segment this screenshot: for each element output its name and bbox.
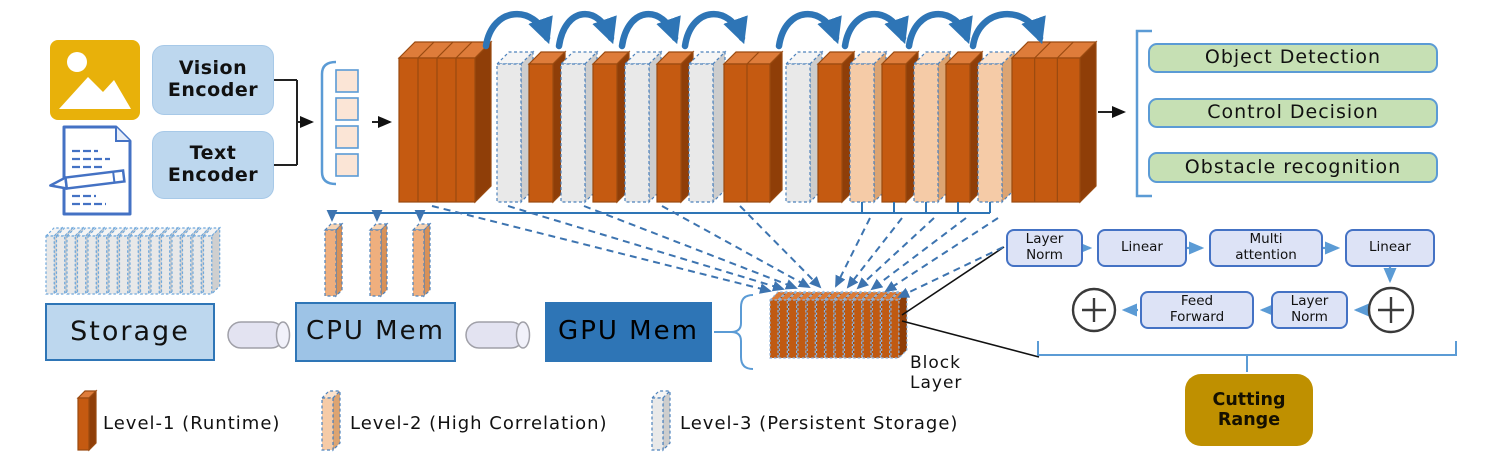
detail-linear-1-text: Linear: [1121, 239, 1163, 256]
detail-layer-norm-1-text: Layer Norm: [1025, 231, 1064, 263]
storage-stack-icon: [44, 226, 222, 296]
storage-box: Storage: [45, 303, 215, 361]
block-layer-stack: [768, 290, 909, 360]
cpu-mem-box: CPU Mem: [295, 302, 456, 362]
output-obstacle-recognition: Obstacle recognition: [1148, 152, 1438, 183]
legend-level3-label: Level-3 (Persistent Storage): [680, 412, 959, 434]
detail-layer-norm-2-text: Layer Norm: [1290, 293, 1329, 325]
detail-feed-forward: Feed Forward: [1140, 291, 1254, 329]
detail-feed-forward-text: Feed Forward: [1169, 293, 1225, 325]
offload-dashed-arrows: [431, 205, 1015, 298]
legend-level2-label: Level-2 (High Correlation): [350, 412, 608, 434]
legend-slabs: [76, 389, 672, 452]
output-object-detection: Object Detection: [1148, 43, 1438, 73]
output-control-decision: Control Decision: [1148, 98, 1438, 128]
block-detail-graphics: [1037, 241, 1457, 372]
vision-encoder-box: Vision Encoder: [152, 45, 274, 115]
detail-multi-attention-text: Multi attention: [1235, 231, 1297, 263]
text-encoder-box: Text Encoder: [152, 131, 274, 199]
document-pencil-icon: [49, 125, 132, 216]
detail-layer-norm-2: Layer Norm: [1271, 291, 1348, 329]
skip-connection-arcs: [482, 10, 1046, 50]
legend-level1-label: Level-1 (Runtime): [103, 412, 281, 434]
cutting-range-box: Cutting Range: [1185, 374, 1313, 446]
gpu-mem-box: GPU Mem: [545, 302, 712, 362]
detail-multi-attention: Multi attention: [1209, 229, 1323, 267]
cpu-cache-slabs: [323, 222, 432, 298]
detail-linear-2: Linear: [1345, 229, 1435, 267]
connector-lines: [227, 29, 1152, 370]
block-layer-label: Block Layer: [910, 353, 963, 393]
token-stack: [320, 60, 359, 186]
detail-linear-2-text: Linear: [1369, 239, 1411, 256]
image-icon: [50, 40, 140, 120]
detail-layer-norm-1: Layer Norm: [1006, 229, 1083, 267]
detail-linear-1: Linear: [1097, 229, 1187, 267]
input-icons: [49, 40, 140, 216]
model-layer-stack: [397, 40, 1098, 204]
